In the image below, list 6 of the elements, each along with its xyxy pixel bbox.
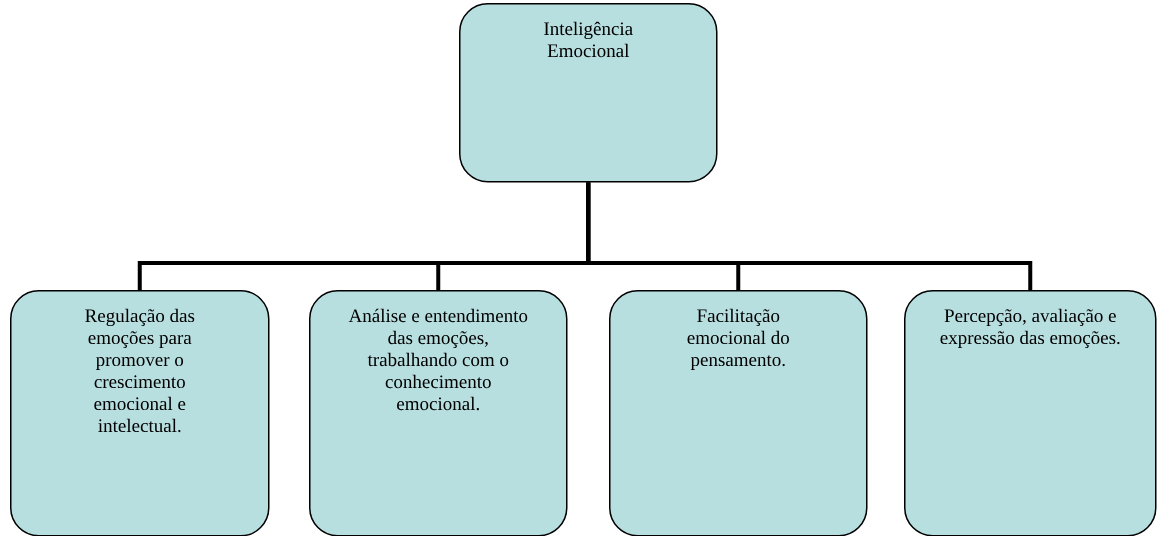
process-box: Análise e entendimento das emoções, trabalhando com o conhecimento emocional. [309, 290, 568, 536]
process-box: Regulação das emoções para promover o crescimento emocional e intelectual. [10, 290, 270, 536]
process-box: Inteligência Emocional [459, 3, 718, 183]
connector-line [586, 182, 1033, 290]
process-box: Facilitação emocional do pensamento. [609, 290, 868, 536]
process-box: Percepção, avaliação e expressão das emoções. [904, 290, 1157, 536]
